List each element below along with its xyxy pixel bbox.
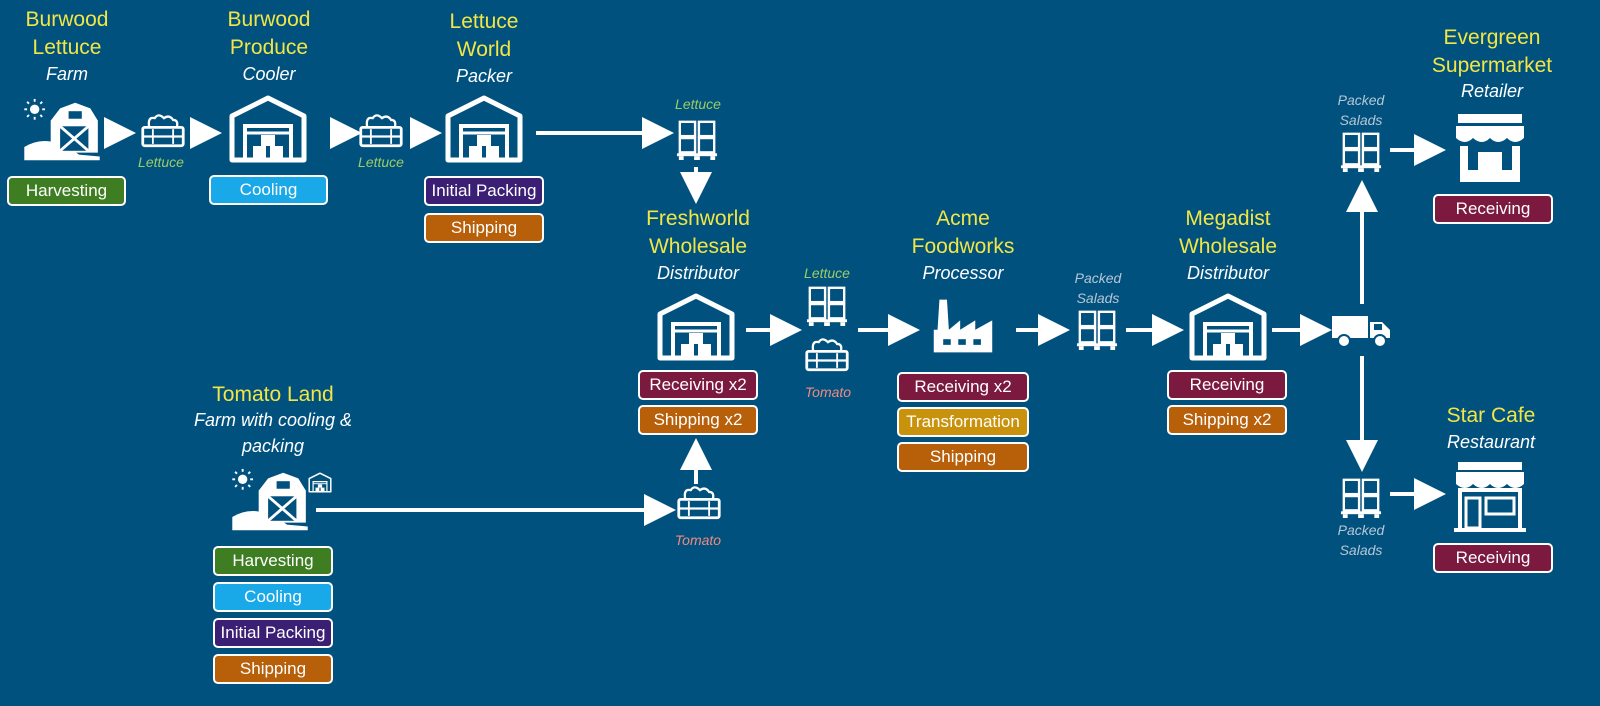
pallet-icon (676, 120, 718, 160)
warehouse-icon (232, 98, 304, 160)
truck-icon (1332, 315, 1391, 348)
flow-label-lettuce: Lettuce (358, 154, 404, 170)
flow-label-tomato: Tomato (674, 532, 722, 548)
node-role: Distributor (1186, 263, 1270, 283)
pallet-icon (806, 286, 848, 326)
node-name: Lettuce (449, 10, 519, 33)
flow-label-packed-salads: Packed Salads (1337, 522, 1385, 558)
node-name: Freshworld (646, 207, 750, 230)
store-icon (1456, 114, 1524, 182)
farm-barn-icon (232, 468, 308, 532)
crate-icon (677, 485, 721, 520)
step-shipping: Shipping (897, 442, 1029, 472)
farm-barn-icon (24, 98, 100, 162)
node-role: Distributor (656, 263, 740, 283)
warehouse-icon (1192, 296, 1264, 358)
node-role: Farm with cooling & (193, 410, 353, 430)
node-name: Wholesale (648, 235, 748, 258)
step-receiving: Receiving x2 (897, 372, 1029, 402)
step-receiving: Receiving (1167, 370, 1287, 400)
node-role: Processor (922, 263, 1004, 283)
node-name: Supermarket (1431, 54, 1553, 77)
node-name: Star Cafe (1446, 404, 1536, 427)
step-shipping: Shipping (213, 654, 333, 684)
node-name: Wholesale (1178, 235, 1278, 258)
step-harvesting: Harvesting (7, 176, 126, 206)
flow-label-packed-salads: Packed Salads (1337, 92, 1385, 128)
step-initial-packing: Initial Packing (424, 176, 544, 206)
step-transformation: Transformation (897, 407, 1029, 437)
crate-icon (805, 337, 849, 372)
pallet-icon (1340, 478, 1382, 518)
node-name: Tomato Land (212, 383, 334, 406)
crate-icon (359, 113, 403, 148)
node-name: Evergreen (1443, 26, 1541, 49)
warehouse-icon (448, 98, 520, 160)
flow-label-lettuce: Lettuce (804, 265, 850, 281)
node-name: World (456, 38, 512, 61)
step-shipping: Shipping x2 (638, 405, 758, 435)
step-receiving: Receiving x2 (638, 370, 758, 400)
node-name: Lettuce (32, 36, 102, 59)
flow-label-tomato: Tomato (804, 384, 852, 400)
node-name: Foodworks (911, 235, 1015, 258)
node-role: Farm (46, 64, 88, 84)
cafe-store-icon (1452, 460, 1528, 532)
step-initial-packing: Initial Packing (213, 618, 333, 648)
flow-arrows (104, 117, 1446, 526)
factory-icon (933, 299, 993, 353)
step-shipping: Shipping (424, 213, 544, 243)
node-name: Burwood (227, 8, 311, 31)
step-receiving: Receiving (1433, 543, 1553, 573)
warehouse-icon (660, 296, 732, 358)
step-harvesting: Harvesting (213, 546, 333, 576)
node-name: Burwood (25, 8, 109, 31)
step-cooling: Cooling (209, 175, 328, 205)
node-role: Retailer (1460, 81, 1524, 101)
step-shipping: Shipping x2 (1167, 405, 1287, 435)
pallet-icon (1076, 310, 1118, 350)
pallet-icon (1340, 132, 1382, 172)
flow-label-lettuce: Lettuce (138, 154, 184, 170)
node-role: Cooler (242, 64, 296, 84)
node-role: Restaurant (1446, 432, 1536, 452)
crate-icon (141, 113, 185, 148)
node-role: Packer (455, 66, 513, 86)
node-role: packing (241, 436, 305, 456)
step-receiving: Receiving (1433, 194, 1553, 224)
warehouse-icon (308, 472, 332, 493)
flow-label-packed-salads: Packed Salads (1074, 270, 1122, 306)
flow-label-lettuce: Lettuce (675, 96, 721, 112)
node-name: Acme (936, 207, 990, 230)
node-name: Produce (229, 36, 309, 59)
node-name: Megadist (1185, 207, 1271, 230)
step-cooling: Cooling (213, 582, 333, 612)
